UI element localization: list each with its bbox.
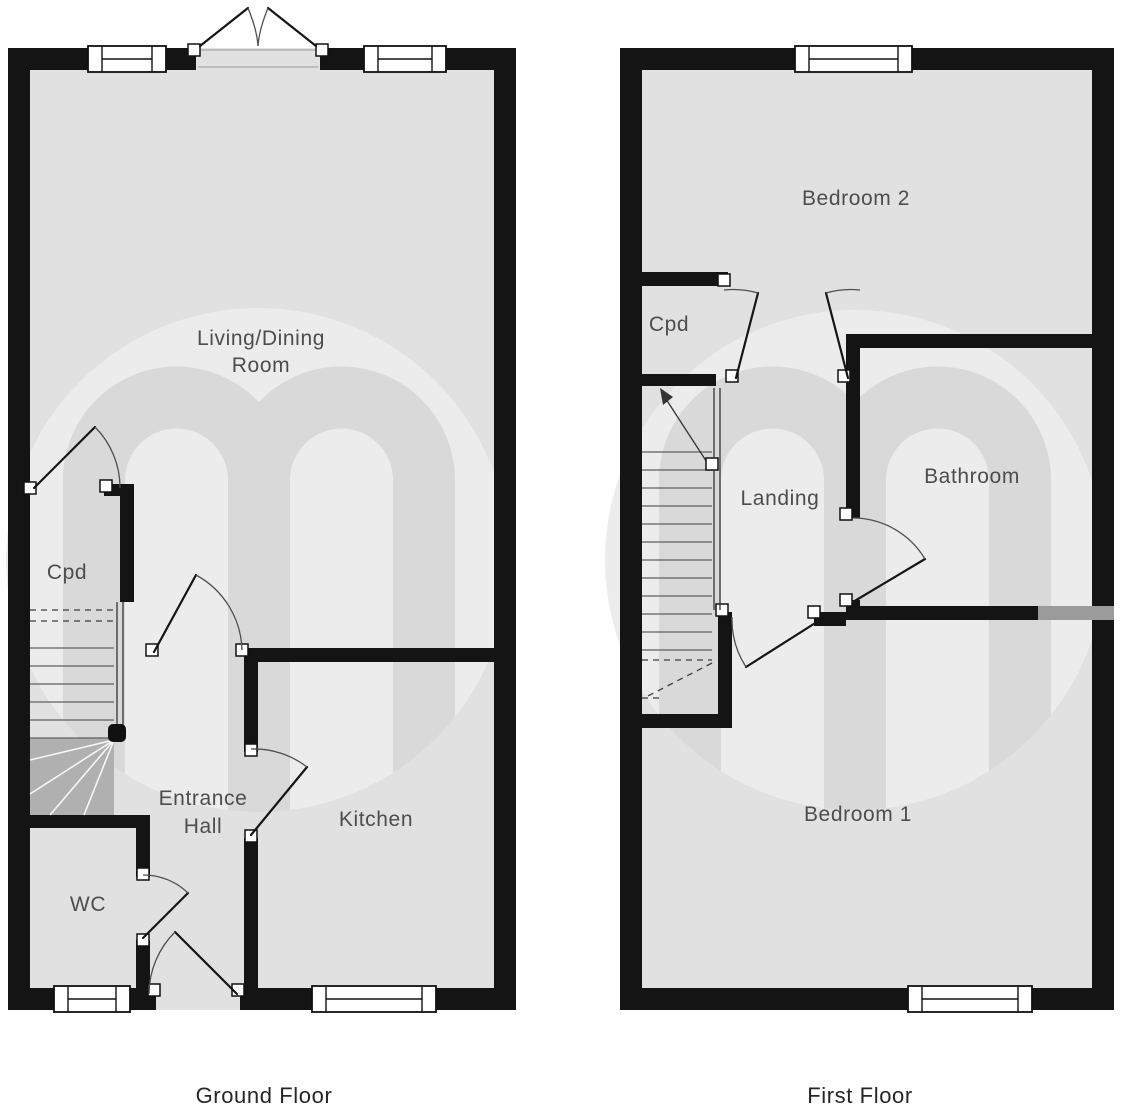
- door-symbol-cupboard: [717, 273, 760, 383]
- stairs: [29, 602, 126, 816]
- room-label-cpd: Cpd: [47, 561, 87, 584]
- door-symbol-kitchen: [244, 743, 309, 843]
- room-label-living-dining-2: Room: [232, 354, 290, 377]
- door-symbol-wc: [136, 867, 190, 947]
- first-floor-plan: Bedroom 2 Cpd Landing Bathroom Bedroom 1: [605, 45, 1114, 1013]
- walls: [620, 48, 1114, 1010]
- door-symbol-bathroom: [839, 507, 927, 607]
- window-symbol: [87, 45, 167, 73]
- watermark-logo: [6, 308, 510, 812]
- room-label-wc: WC: [70, 893, 106, 916]
- wall-light-segment: [1038, 606, 1114, 620]
- room-label-cpd: Cpd: [649, 313, 689, 336]
- room-label-entrance-hall: Entrance: [159, 787, 248, 810]
- room-label-landing: Landing: [741, 487, 820, 510]
- door-symbol-entrance: [147, 930, 245, 997]
- ground-floor-title: Ground Floor: [196, 1083, 333, 1108]
- door-symbol-bedroom2: [824, 288, 861, 383]
- door-symbol-bedroom1: [715, 603, 822, 669]
- room-labels: Living/Dining Room Cpd Entrance Hall Kit…: [47, 327, 413, 916]
- door-symbol-french-doors: [187, 6, 329, 68]
- window-symbol: [53, 985, 131, 1013]
- first-floor-title: First Floor: [807, 1083, 913, 1108]
- floor-titles: Ground Floor First Floor: [196, 1083, 913, 1108]
- stairs: [642, 388, 721, 699]
- room-label-bathroom: Bathroom: [924, 465, 1020, 488]
- stair-rail-marker: [705, 457, 719, 471]
- room-labels: Bedroom 2 Cpd Landing Bathroom Bedroom 1: [649, 187, 1020, 826]
- room-label-bedroom1: Bedroom 1: [804, 803, 912, 826]
- room-label-bedroom2: Bedroom 2: [802, 187, 910, 210]
- window-symbol: [311, 985, 437, 1013]
- ground-floor-plan: Living/Dining Room Cpd Entrance Hall Kit…: [6, 6, 516, 1013]
- watermark-m-icon: [63, 366, 455, 812]
- door-symbol-cupboard: [23, 425, 121, 495]
- room-label-kitchen: Kitchen: [339, 808, 413, 831]
- room-label-entrance-hall-2: Hall: [184, 815, 223, 838]
- window-symbol: [794, 45, 913, 73]
- room-label-living-dining: Living/Dining: [197, 327, 325, 350]
- window-symbol: [363, 45, 447, 73]
- walls: [8, 48, 516, 1010]
- watermark-m-icon: [659, 366, 1051, 810]
- stair-direction-arrow: [660, 388, 713, 471]
- window-symbol: [907, 985, 1033, 1013]
- newel-post: [108, 724, 126, 742]
- door-symbol-living: [145, 573, 249, 657]
